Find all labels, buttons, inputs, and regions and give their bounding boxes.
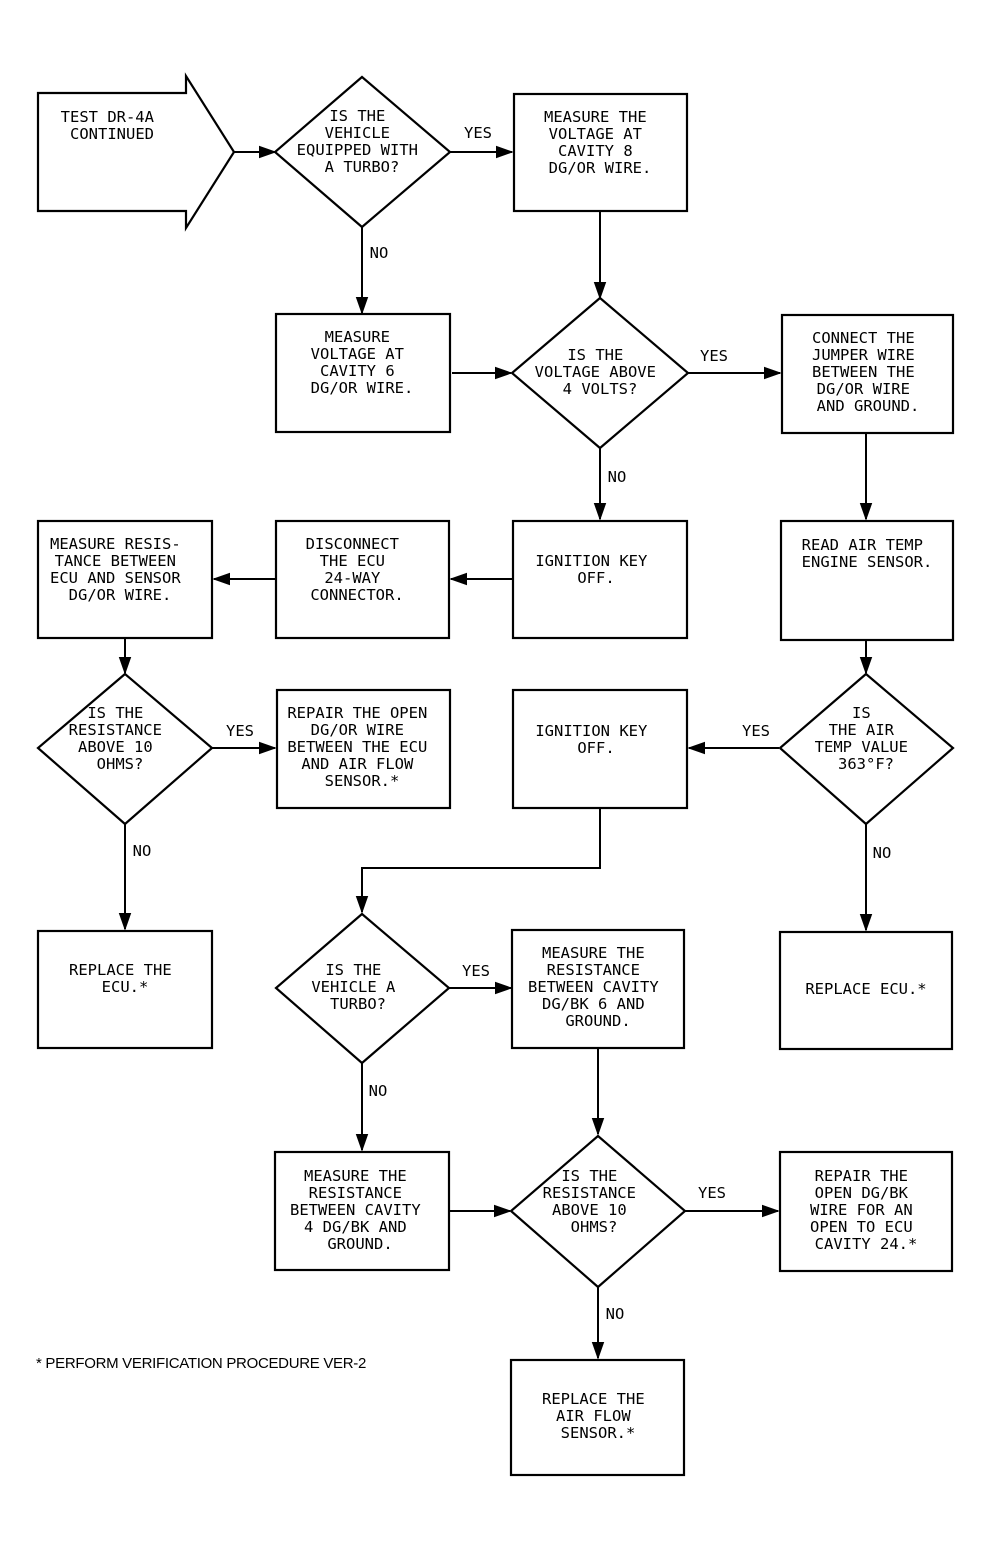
edge-ignition2-to-turbo-check xyxy=(355,808,601,914)
box-replace-air-flow-sensor-text: REPLACE THE AIR FLOW SENSOR.* xyxy=(542,1390,654,1442)
box-replace-air-flow-sensor xyxy=(509,1358,686,1477)
box-measure-resistance-ecu-sensor xyxy=(36,519,214,640)
decision-vehicle-turbo-2 xyxy=(274,912,451,1065)
box-measure-voltage-cavity-8-text: MEASURE THE VOLTAGE AT CAVITY 8 DG/OR WI… xyxy=(544,108,656,177)
label-no-voltage: NO xyxy=(608,468,627,486)
label-no-resistance-a: NO xyxy=(133,842,152,860)
box-repair-open-dg-or-wire xyxy=(275,688,452,810)
start-text: TEST DR-4A CONTINUED xyxy=(61,108,164,143)
label-yes-voltage: YES xyxy=(700,347,728,365)
label-yes-turbo: YES xyxy=(464,124,492,142)
box-replace-ecu-1 xyxy=(36,929,214,1050)
label-yes-turbo-2: YES xyxy=(462,962,490,980)
box-repair-open-dg-bk-wire-text: REPAIR THE OPEN DG/BK WIRE FOR AN OPEN T… xyxy=(810,1167,922,1253)
label-no-temp: NO xyxy=(873,844,892,862)
box-replace-ecu-1-text: REPLACE THE ECU.* xyxy=(69,961,181,996)
edges xyxy=(118,145,873,1360)
box-ignition-key-off-1 xyxy=(511,519,689,640)
label-yes-resistance-a: YES xyxy=(226,722,254,740)
label-no-resistance-b: NO xyxy=(606,1305,625,1323)
label-no-turbo: NO xyxy=(370,244,389,262)
box-measure-voltage-cavity-8 xyxy=(512,92,689,213)
decision-air-temp-363-text: IS THE AIR TEMP VALUE 363°F? xyxy=(815,704,918,773)
decision-vehicle-turbo-text: IS THE VEHICLE EQUIPPED WITH A TURBO? xyxy=(297,107,428,176)
box-measure-voltage-cavity-6-text: MEASURE VOLTAGE AT CAVITY 6 DG/OR WIRE. xyxy=(311,328,414,397)
box-replace-ecu-2 xyxy=(778,930,954,1051)
box-measure-resistance-cavity-6-text: MEASURE THE RESISTANCE BETWEEN CAVITY DG… xyxy=(528,944,668,1030)
box-ignition-key-off-2 xyxy=(511,688,689,810)
box-repair-open-dg-bk-wire xyxy=(778,1150,954,1273)
box-ignition-key-off-1-text: IGNITION KEY OFF. xyxy=(535,552,656,587)
start-arrow-shape xyxy=(36,72,236,232)
label-no-turbo-2: NO xyxy=(369,1082,388,1100)
decision-air-temp-363 xyxy=(778,672,955,826)
box-repair-open-dg-or-wire-text: REPAIR THE OPEN DG/OR WIRE BETWEEN THE E… xyxy=(287,704,436,790)
box-replace-ecu-2-text: REPLACE ECU.* xyxy=(805,980,926,998)
decision-resistance-above-10-b-text: IS THE RESISTANCE ABOVE 10 OHMS? xyxy=(543,1167,646,1236)
box-measure-resistance-ecu-sensor-text: MEASURE RESIS- TANCE BETWEEN ECU AND SEN… xyxy=(50,535,190,604)
box-connect-jumper-wire-text: CONNECT THE JUMPER WIRE BETWEEN THE DG/O… xyxy=(812,329,924,415)
decision-vehicle-turbo xyxy=(273,75,452,229)
box-measure-resistance-cavity-4-text: MEASURE THE RESISTANCE BETWEEN CAVITY 4 … xyxy=(290,1167,430,1253)
box-measure-resistance-cavity-6 xyxy=(510,928,686,1050)
box-measure-voltage-cavity-6 xyxy=(274,312,452,434)
decision-resistance-above-10-b xyxy=(509,1134,687,1289)
box-read-air-temp xyxy=(779,519,955,642)
label-yes-temp: YES xyxy=(742,722,770,740)
box-disconnect-ecu-text: DISCONNECT THE ECU 24-WAY CONNECTOR. xyxy=(306,535,409,604)
box-read-air-temp-text: READ AIR TEMP ENGINE SENSOR. xyxy=(802,536,933,571)
box-connect-jumper-wire xyxy=(780,313,955,435)
decision-voltage-above-4-text: IS THE VOLTAGE ABOVE 4 VOLTS? xyxy=(535,346,666,398)
decision-resistance-above-10-a xyxy=(36,672,214,826)
decision-vehicle-turbo-2-text: IS THE VEHICLE A TURBO? xyxy=(311,961,404,1013)
decision-voltage-above-4 xyxy=(510,296,690,450)
box-disconnect-ecu xyxy=(274,519,451,640)
label-yes-resistance-b: YES xyxy=(698,1184,726,1202)
box-measure-resistance-cavity-4 xyxy=(273,1150,451,1272)
box-ignition-key-off-2-text: IGNITION KEY OFF. xyxy=(535,722,656,757)
decision-resistance-above-10-a-text: IS THE RESISTANCE ABOVE 10 OHMS? xyxy=(69,704,172,773)
footnote-verification: * PERFORM VERIFICATION PROCEDURE VER-2 xyxy=(36,1355,366,1372)
